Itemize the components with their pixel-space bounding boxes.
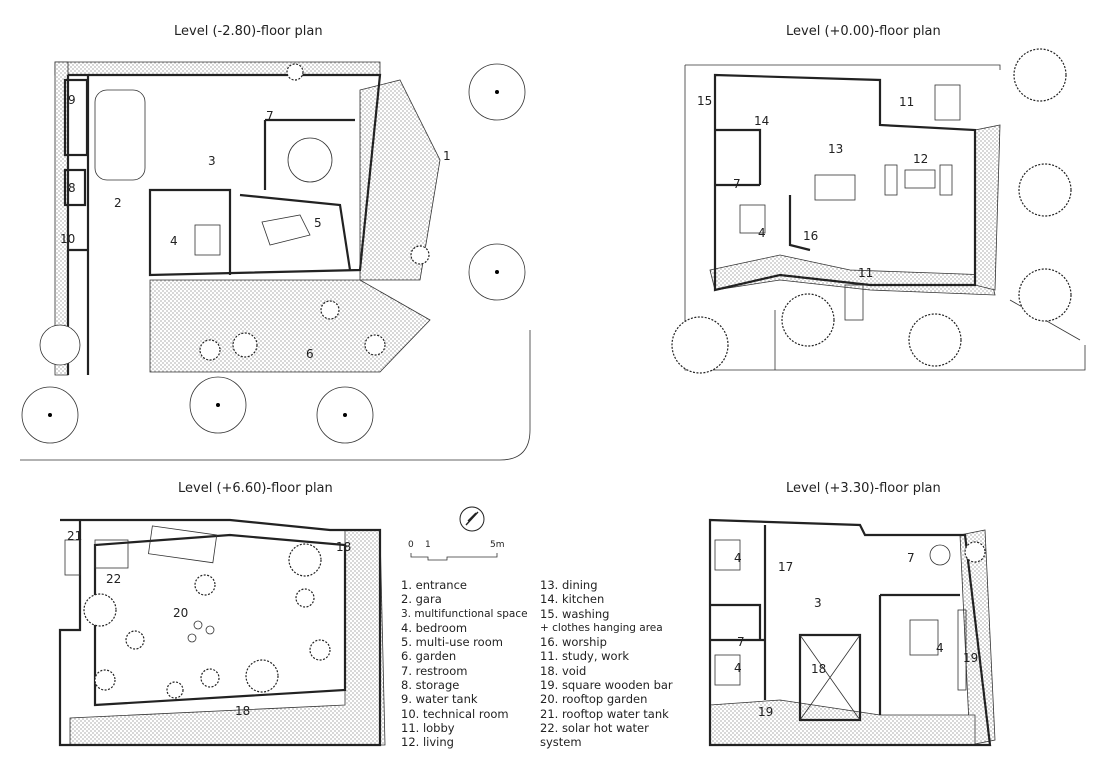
scale-label-1: 1 xyxy=(425,540,431,550)
room-label: 3 xyxy=(814,596,822,610)
plan-title-level-minus-2-80: Level (-2.80)-floor plan xyxy=(174,24,323,39)
legend-item: 21. rooftop water tank xyxy=(540,706,669,721)
legend-item: 1. entrance xyxy=(401,578,467,592)
scale-label-5m: 5m xyxy=(490,540,505,550)
plan-title-level-0-00: Level (+0.00)-floor plan xyxy=(786,24,941,39)
legend-item: 2. gara xyxy=(401,592,442,607)
legend-item: 8. storage xyxy=(401,678,460,693)
legend-item: 15. washing xyxy=(540,606,610,621)
room-label: 4 xyxy=(758,226,766,240)
room-label: 17 xyxy=(778,560,793,574)
legend-item: 14. kitchen xyxy=(540,592,605,607)
legend-item: 11. study, work xyxy=(540,649,629,664)
room-label: 4 xyxy=(170,234,178,248)
room-label: 3 xyxy=(208,154,216,168)
room-label: 4 xyxy=(936,641,944,655)
room-label: 7 xyxy=(733,177,741,191)
room-label: 16 xyxy=(803,229,818,243)
room-label: 20 xyxy=(173,606,188,620)
legend-item: 18. void xyxy=(540,663,587,678)
legend-item: 3. multifunctional space xyxy=(401,607,528,620)
legend-item: 20. rooftop garden xyxy=(540,692,648,707)
room-label: 4 xyxy=(734,661,742,675)
room-label: 11 xyxy=(899,95,914,109)
legend-item: 10. technical room xyxy=(401,706,509,721)
room-label: 13 xyxy=(828,142,843,156)
room-label: 12 xyxy=(913,152,928,166)
legend-item: 7. restroom xyxy=(401,663,468,678)
legend-item: 5. multi-use room xyxy=(401,635,503,650)
room-label: 10 xyxy=(60,232,75,246)
room-label: 4 xyxy=(734,551,742,565)
legend-item: 13. dining xyxy=(540,578,598,592)
room-label: 2 xyxy=(114,196,122,210)
legend-item: 22. solar hot water xyxy=(540,720,649,735)
room-label: 5 xyxy=(314,216,322,230)
legend-item: 9. water tank xyxy=(401,692,478,707)
legend-column-2: 13. dining 14. kitchen 15. washing + clo… xyxy=(540,578,673,750)
legend-item: 19. square wooden bar xyxy=(540,678,673,693)
room-label: 19 xyxy=(963,651,978,665)
legend-item: 11. lobby xyxy=(401,720,455,735)
room-label: 1 xyxy=(443,149,451,163)
room-label: 18 xyxy=(811,662,826,676)
plan-title-level-6-60: Level (+6.60)-floor plan xyxy=(178,481,333,496)
tree-icons xyxy=(83,543,331,699)
room-label: 9 xyxy=(68,93,76,107)
tree-icons xyxy=(21,63,526,444)
plan-title-level-3-30: Level (+3.30)-floor plan xyxy=(786,481,941,496)
room-label: 19 xyxy=(758,705,773,719)
room-label: 8 xyxy=(68,181,76,195)
room-label: 18 xyxy=(235,704,250,718)
legend-item: + clothes hanging area xyxy=(540,621,663,634)
tree-icons xyxy=(671,48,1072,374)
room-labels: 9 1 3 7 8 2 10 4 5 6 15 14 11 13 12 7 4 … xyxy=(60,93,978,719)
room-label: 6 xyxy=(306,347,314,361)
plan-level-minus-2-80 xyxy=(20,61,531,461)
plan-level-3-30 xyxy=(708,518,996,747)
legend-item: 16. worship xyxy=(540,635,607,650)
legend-item: 6. garden xyxy=(401,649,457,664)
legend-item: system xyxy=(540,735,582,750)
legend-column-1: 1. entrance 2. gara 3. multifunctional s… xyxy=(401,578,528,750)
room-label: 22 xyxy=(106,572,121,586)
room-label: 11 xyxy=(858,266,873,280)
room-label: 7 xyxy=(907,551,915,565)
north-arrow-icon xyxy=(459,506,485,532)
legend-item: 4. bedroom xyxy=(401,620,468,635)
room-label: 15 xyxy=(697,94,712,108)
scale-bar xyxy=(410,553,498,561)
scale-label-0: 0 xyxy=(408,540,414,550)
room-label: 14 xyxy=(754,114,769,128)
room-label: 21 xyxy=(67,529,82,543)
room-label: 18 xyxy=(336,540,351,554)
room-label: 7 xyxy=(266,109,274,123)
room-label: 7 xyxy=(737,635,745,649)
legend-item: 12. living xyxy=(401,735,454,750)
plan-level-6-60 xyxy=(58,518,386,747)
plan-level-0-00 xyxy=(671,48,1086,374)
